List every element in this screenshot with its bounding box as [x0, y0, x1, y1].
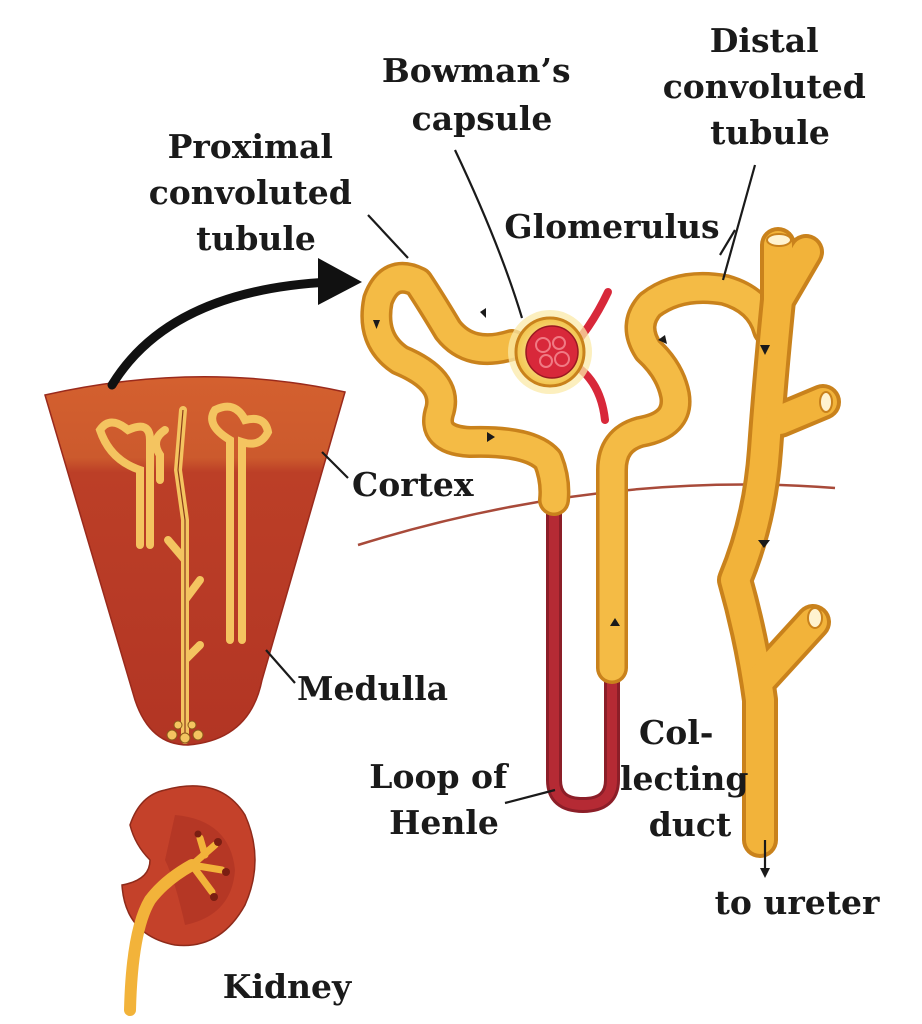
label-medulla: Medulla — [297, 669, 448, 708]
label-collecting-line3: duct — [649, 805, 732, 844]
label-kidney: Kidney — [223, 967, 352, 1006]
label-distal-line2: convoluted — [663, 67, 866, 106]
label-proximal-line2: convoluted — [149, 173, 352, 212]
label-loop-line2: Henle — [389, 803, 499, 842]
label-glomerulus: Glomerulus — [504, 207, 719, 246]
kidney-icon — [121, 785, 256, 1016]
label-collecting-duct: Col- lecting duct — [620, 713, 760, 844]
label-collecting-line2: lecting — [620, 759, 748, 798]
label-loop-of-henle: Loop of Henle — [369, 757, 519, 842]
labels: Proximal convoluted tubule Bowman’s caps… — [149, 21, 880, 1006]
collecting-duct — [717, 227, 841, 858]
label-loop-line1: Loop of — [369, 757, 509, 796]
label-distal-line1: Distal — [710, 21, 819, 60]
leader-lines — [265, 149, 757, 805]
label-bowmans-capsule: Bowman’s capsule — [382, 51, 582, 138]
to-ureter-arrow — [760, 840, 770, 878]
label-collecting-line1: Col- — [639, 713, 714, 752]
label-proximal-line1: Proximal — [168, 127, 333, 166]
label-distal-convoluted-tubule: Distal convoluted tubule — [663, 21, 878, 152]
label-proximal-convoluted-tubule: Proximal convoluted tubule — [149, 127, 364, 258]
bowmans-capsule — [508, 310, 592, 394]
kidney-section-cone — [44, 376, 346, 746]
label-to-ureter: to ureter — [715, 883, 880, 922]
label-distal-line3: tubule — [710, 113, 830, 152]
glomerulus-capillary-tuft — [525, 325, 579, 379]
nephron-tubule — [360, 261, 784, 813]
label-proximal-line3: tubule — [196, 219, 316, 258]
label-bowman-line1: Bowman’s — [382, 51, 571, 90]
label-cortex: Cortex — [352, 465, 474, 504]
zoom-arrow — [107, 258, 362, 390]
label-bowman-line2: capsule — [412, 99, 553, 138]
flow-arrows — [373, 308, 770, 626]
